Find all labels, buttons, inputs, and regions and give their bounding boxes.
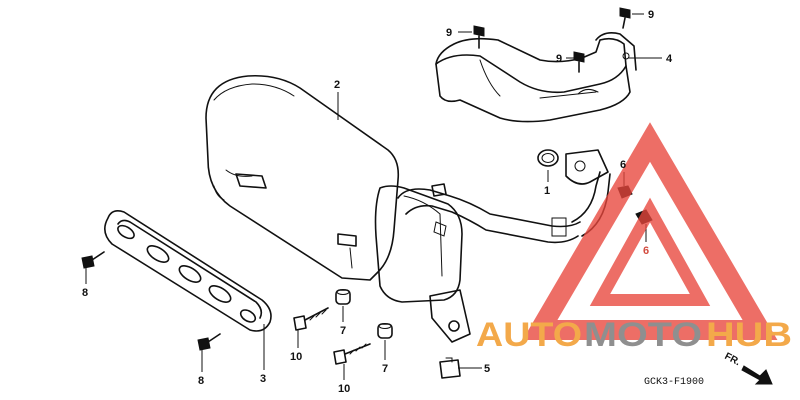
collar-7-a: [335, 289, 351, 305]
callout-4: 4: [666, 53, 673, 65]
bolt-10-a: [293, 307, 329, 331]
leader-lines: [85, 13, 662, 380]
callout-2: 2: [334, 79, 340, 91]
watermark-text-moto: MOTO: [584, 316, 702, 354]
exhaust-pipe-protector: [435, 32, 637, 123]
callout-7b: 7: [382, 363, 388, 375]
collar-7-b: [377, 323, 393, 339]
exhaust-gasket: [537, 149, 559, 167]
callout-7a: 7: [340, 325, 346, 337]
bolt-8-a: [81, 251, 105, 269]
bolt-9-a: [473, 25, 485, 49]
callout-1: 1: [544, 185, 550, 197]
callout-6b: 6: [643, 245, 649, 257]
bolt-8-b: [197, 333, 221, 351]
diagram-code: GCK3-F1900: [644, 377, 704, 388]
bolt-9-c: [573, 51, 585, 73]
bolt-10-b: [333, 343, 371, 365]
callout-5: 5: [484, 363, 490, 375]
nut-5: [439, 357, 461, 379]
watermark-text-auto: AUTO: [476, 316, 582, 354]
watermark-logo: [522, 122, 778, 340]
callout-6a: 6: [620, 159, 626, 171]
watermark-text-hub: HUB: [706, 316, 792, 354]
callout-8b: 8: [198, 375, 204, 387]
callout-9c: 9: [556, 53, 562, 65]
callout-9a: 9: [446, 27, 452, 39]
callout-8a: 8: [82, 287, 88, 299]
muffler-body: [205, 74, 471, 343]
watermark-text: AUTO MOTO HUB: [476, 316, 792, 354]
bolt-9-b: [619, 7, 631, 29]
muffler-protector-plate: [104, 210, 272, 332]
callout-10b: 10: [338, 383, 350, 395]
exhaust-pipe: [397, 149, 611, 244]
callout-3: 3: [260, 373, 266, 385]
callout-9b: 9: [648, 9, 654, 21]
callout-10a: 10: [290, 351, 302, 363]
front-direction-arrow: FR.: [723, 351, 773, 385]
